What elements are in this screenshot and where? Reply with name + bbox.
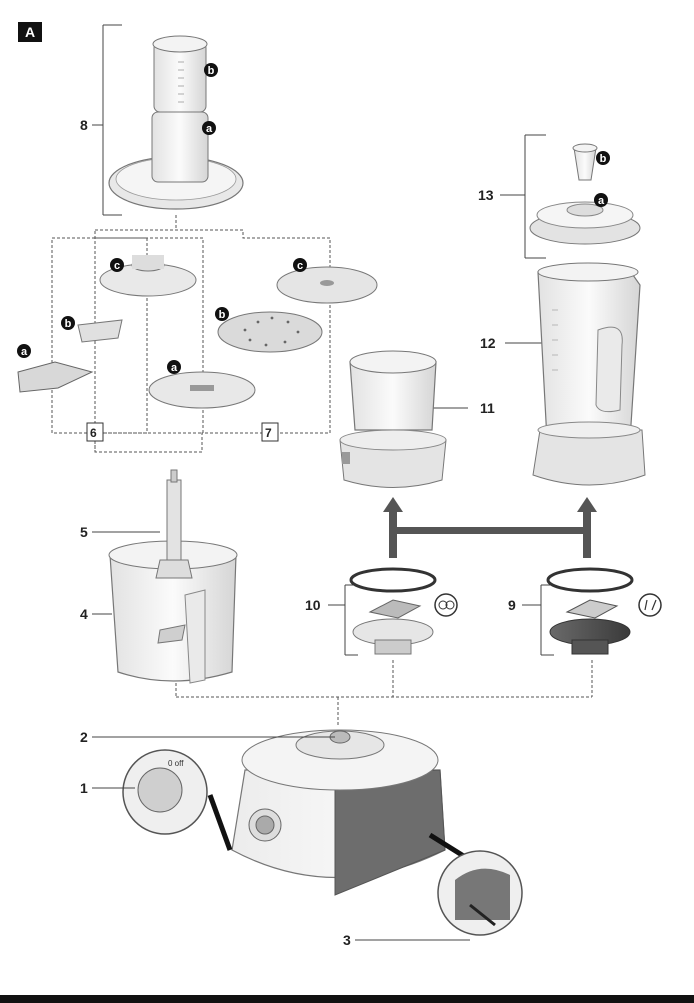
letter-badges: b a b a c c b b a a: [17, 63, 610, 374]
badge-13-b: b: [600, 153, 607, 165]
badge-8-a: a: [206, 123, 213, 135]
label-2: 2: [80, 729, 88, 745]
blender-blade-assembly: [522, 567, 662, 656]
label-4: 4: [80, 606, 88, 622]
label-6: 6: [90, 426, 97, 440]
badge-7-a: a: [171, 362, 178, 374]
figure-label-box: A: [18, 22, 42, 42]
bottom-bar: [0, 995, 694, 1003]
label-13: 13: [478, 187, 494, 203]
blender-jug: [505, 262, 646, 486]
pusher-lid-assembly: [92, 24, 244, 216]
label-5: 5: [80, 524, 88, 540]
work-bowl-assembly: [92, 469, 238, 684]
badge-13-a: a: [598, 195, 605, 207]
assembly-arrows: [383, 497, 597, 558]
label-12: 12: [480, 335, 496, 351]
label-7: 7: [265, 426, 272, 440]
connector-lines: [175, 660, 593, 727]
blender-lid-assembly: [500, 134, 641, 259]
badge-7-c: c: [297, 260, 303, 272]
label-1: 1: [80, 780, 88, 796]
figure-label: A: [25, 24, 35, 40]
badge-7-b: b: [219, 309, 226, 321]
grinder-blade-assembly: [328, 567, 458, 656]
label-8: 8: [80, 117, 88, 133]
label-3: 3: [343, 932, 351, 948]
badge-6-c: c: [114, 260, 120, 272]
badge-6-b: b: [65, 318, 72, 330]
grinder-jar: [339, 350, 468, 488]
label-11: 11: [480, 400, 495, 416]
label-9: 9: [508, 597, 516, 613]
badge-6-a: a: [21, 346, 28, 358]
motor-base: 0 off: [122, 729, 523, 936]
label-10: 10: [305, 597, 321, 613]
dial-label: 0 off: [168, 759, 184, 768]
part-numbers: 8 13 12 11 6 7 5 4 10 9 2 1 3: [80, 117, 516, 948]
leader-lines-bottom: [92, 736, 470, 941]
tools-group: [17, 215, 378, 453]
badge-8-b: b: [208, 65, 215, 77]
